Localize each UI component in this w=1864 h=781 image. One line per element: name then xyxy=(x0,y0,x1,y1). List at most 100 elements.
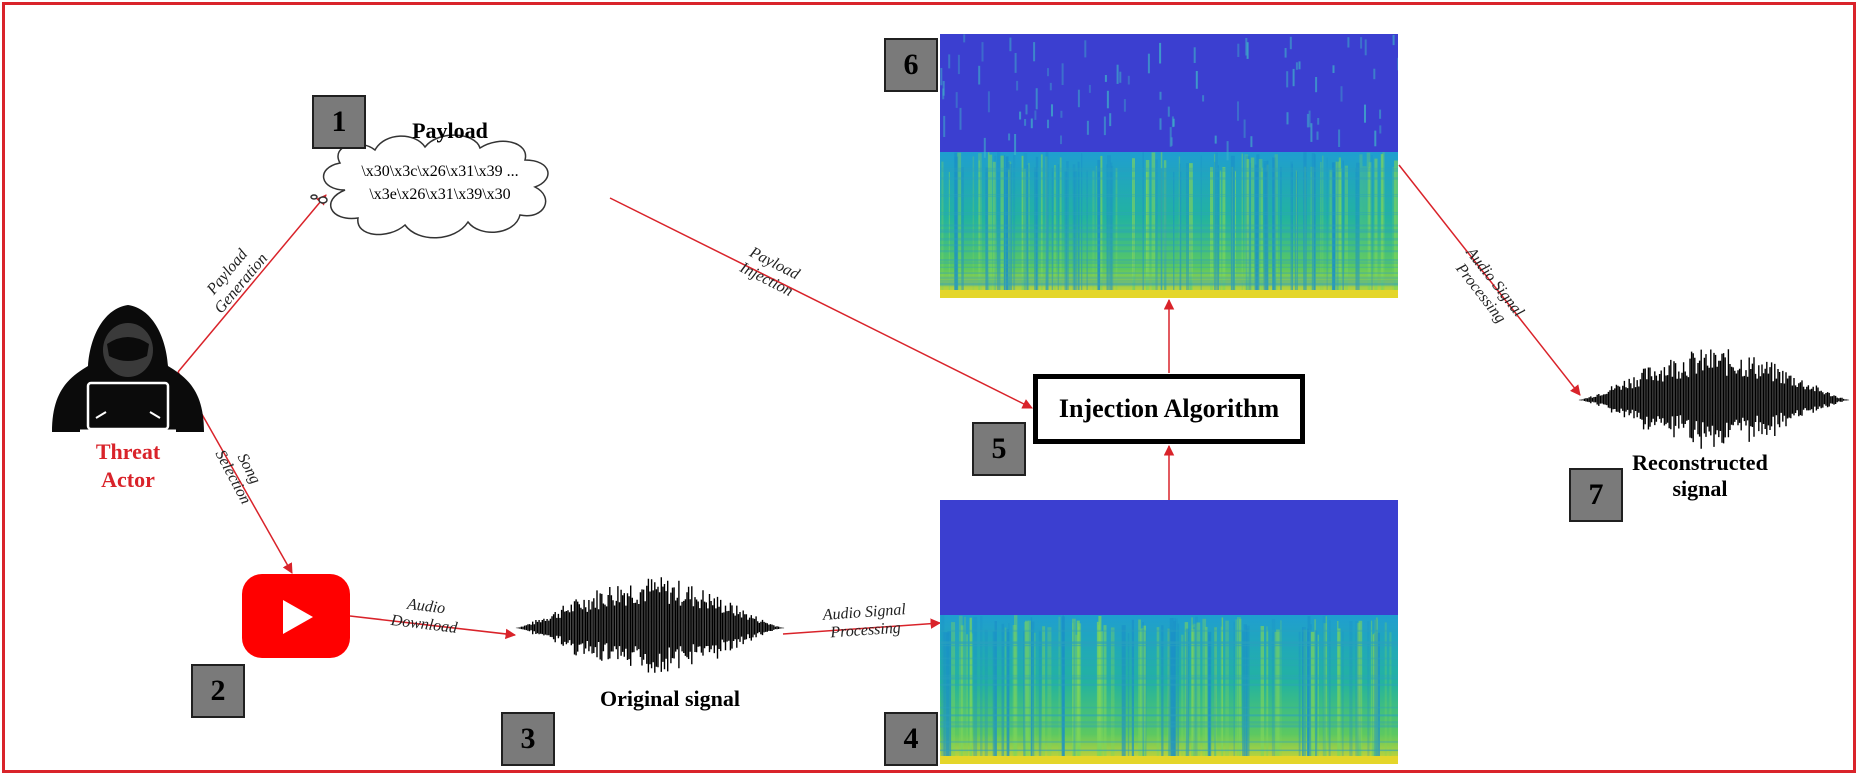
original-signal-label: Original signal xyxy=(600,686,740,711)
spectrogram-payload-mark xyxy=(1159,118,1162,130)
spectrogram-streak xyxy=(1246,159,1250,298)
spectrogram-payload-mark xyxy=(1019,111,1022,120)
spectrogram-payload-mark xyxy=(1147,53,1150,74)
spectrogram-streak xyxy=(1367,621,1370,764)
spectrogram-payload-mark xyxy=(1243,119,1246,138)
spectrogram-payload-mark xyxy=(1373,68,1376,80)
spectrogram-harmonic xyxy=(940,231,1398,234)
spectrogram-harmonic xyxy=(940,684,1398,686)
spectrogram-streak xyxy=(1394,160,1398,298)
edge-label-audio-processing-1: Audio Signal Processing xyxy=(822,601,907,642)
spectrogram-payload-mark xyxy=(959,107,962,130)
spectrogram-payload-mark xyxy=(1123,99,1126,112)
spectrogram-streak xyxy=(1023,153,1028,298)
spectrogram-payload-mark xyxy=(1172,118,1175,127)
spectrogram-streak xyxy=(1110,627,1115,764)
spectrogram-streak xyxy=(969,617,972,764)
spectrogram-streak xyxy=(1106,164,1108,298)
spectrogram-harmonic xyxy=(940,644,1398,646)
spectrogram-streak xyxy=(1030,621,1035,764)
spectrogram-harmonic xyxy=(940,714,1398,717)
spectrogram-streak xyxy=(1382,152,1385,298)
spectrogram-streak xyxy=(1192,623,1197,764)
spectrogram-payload-mark xyxy=(1167,106,1170,117)
threat-actor-line-2: Actor xyxy=(101,466,155,492)
spectrogram-streak xyxy=(964,616,966,764)
spectrogram-streak xyxy=(1307,628,1309,764)
spectrogram-streak xyxy=(1004,627,1007,764)
spectrogram-streak xyxy=(1111,165,1114,298)
spectrogram-payload-mark xyxy=(1104,75,1107,82)
spectrogram-streak xyxy=(1298,631,1301,764)
spectrogram-streak xyxy=(1057,164,1059,298)
spectrogram-streak xyxy=(989,154,993,298)
spectrogram-streak xyxy=(1373,633,1376,764)
spectrogram-harmonic xyxy=(940,641,1398,644)
spectrogram-payload-mark xyxy=(943,115,946,137)
spectrogram-streak xyxy=(1235,619,1238,764)
spectrogram-harmonic xyxy=(940,724,1398,727)
spectrogram-harmonic xyxy=(940,262,1398,264)
spectrogram-streak xyxy=(1164,167,1167,298)
spectrogram-streak xyxy=(1115,167,1118,298)
spectrogram-harmonic xyxy=(940,706,1398,709)
spectrogram-payload-mark xyxy=(1202,95,1205,102)
spectrogram-harmonic xyxy=(940,676,1398,679)
spectrogram-streak xyxy=(1295,170,1297,298)
spectrogram-harmonic xyxy=(940,279,1398,283)
spectrogram-streak xyxy=(1160,168,1163,298)
spectrogram-streak xyxy=(1186,163,1190,298)
spectrogram-streak xyxy=(1261,167,1263,298)
spectrogram-payload-mark xyxy=(1119,71,1122,83)
spectrogram-streak xyxy=(1230,155,1235,298)
spectrogram-payload-mark xyxy=(1086,120,1089,135)
spectrogram-streak xyxy=(1146,171,1148,298)
spectrogram-streak xyxy=(1274,631,1277,764)
spectrogram-streak xyxy=(1006,629,1009,764)
spectrogram-streak xyxy=(1095,165,1097,298)
spectrogram-payload-mark xyxy=(1047,68,1049,77)
spectrogram-streak xyxy=(1302,627,1304,764)
spectrogram-streak xyxy=(1047,627,1052,764)
spectrogram-streak xyxy=(1222,167,1226,298)
spectrogram-streak xyxy=(1337,628,1341,764)
spectrogram-streak xyxy=(957,152,962,298)
spectrogram-streak xyxy=(985,167,990,298)
spectrogram-streak xyxy=(1072,618,1076,764)
spectrogram-streak xyxy=(1315,630,1318,764)
spectrogram-payload-mark xyxy=(1295,62,1298,70)
spectrogram-streak xyxy=(1241,153,1243,298)
spectrogram-streak xyxy=(1326,157,1328,298)
spectrogram-streak xyxy=(1189,163,1193,298)
spectrogram-streak xyxy=(973,616,978,764)
spectrogram-payload-mark xyxy=(963,34,966,43)
spectrogram-payload-mark xyxy=(1084,40,1087,58)
spectrogram-payload-mark xyxy=(1014,134,1017,155)
spectrogram-streak xyxy=(1012,625,1017,764)
spectrogram-streak xyxy=(1258,159,1263,298)
spectrogram-streak xyxy=(947,631,952,764)
spectrogram-streak xyxy=(1384,622,1387,764)
step-4-badge: 4 xyxy=(884,712,938,766)
spectrogram-payload-mark xyxy=(1060,110,1063,118)
spectrogram-harmonic xyxy=(940,259,1398,262)
spectrogram-payload-mark xyxy=(1245,38,1248,56)
spectrogram-payload-mark xyxy=(1364,104,1366,123)
reconstructed-waveform xyxy=(1578,349,1850,449)
spectrogram-streak xyxy=(1304,166,1306,298)
spectrogram-streak xyxy=(1140,628,1144,764)
spectrogram-payload-mark xyxy=(1246,42,1249,59)
threat-actor-label: Threat Actor xyxy=(68,438,188,493)
reconstructed-signal-label: Reconstructed signal xyxy=(1620,450,1780,503)
spectrogram-harmonic xyxy=(940,282,1398,285)
spectrogram-payload-mark xyxy=(1034,110,1037,120)
youtube-icon[interactable] xyxy=(242,574,350,658)
spectrogram-payload-mark xyxy=(1298,61,1301,70)
spectrogram-streak xyxy=(997,152,1001,298)
spectrogram-streak xyxy=(948,171,950,298)
spectrogram-streak xyxy=(1276,629,1280,764)
spectrogram-streak xyxy=(1234,170,1236,298)
spectrogram-streak xyxy=(1266,626,1268,764)
spectrogram-streak xyxy=(1243,624,1247,764)
